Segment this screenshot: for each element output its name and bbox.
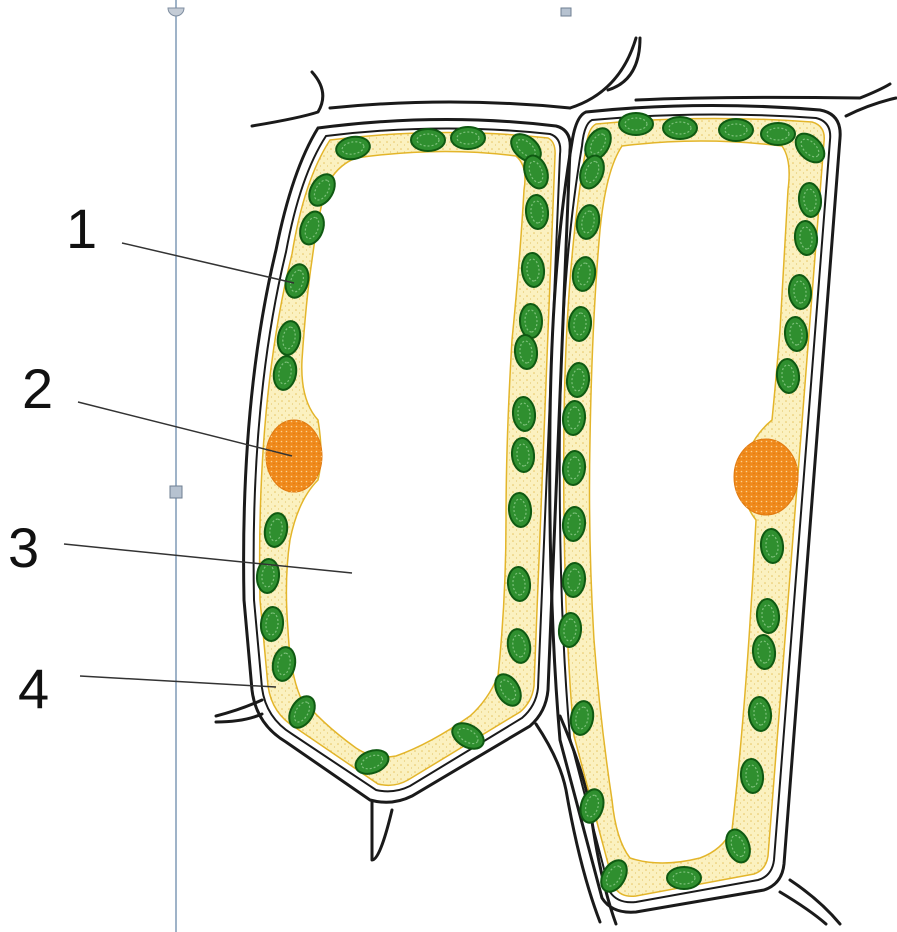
guide-mid-handle-icon[interactable] bbox=[170, 486, 182, 498]
chloroplast bbox=[761, 123, 795, 145]
chloroplast bbox=[451, 127, 485, 149]
chloroplast bbox=[719, 119, 753, 141]
chloroplast bbox=[667, 867, 701, 889]
chloroplast bbox=[663, 117, 697, 139]
leader-line-1 bbox=[122, 243, 294, 283]
leader-line-4 bbox=[80, 676, 276, 687]
chloroplast bbox=[411, 129, 445, 151]
guide-top-handle-icon[interactable] bbox=[168, 8, 184, 16]
chloroplast bbox=[519, 304, 542, 339]
guide-top-square-icon[interactable] bbox=[561, 8, 571, 16]
label-3: 3 bbox=[8, 516, 39, 579]
label-2: 2 bbox=[22, 357, 53, 420]
labels: 1 2 3 4 bbox=[8, 197, 97, 720]
label-4: 4 bbox=[18, 657, 49, 720]
label-1: 1 bbox=[66, 197, 97, 260]
chloroplast bbox=[619, 113, 653, 135]
